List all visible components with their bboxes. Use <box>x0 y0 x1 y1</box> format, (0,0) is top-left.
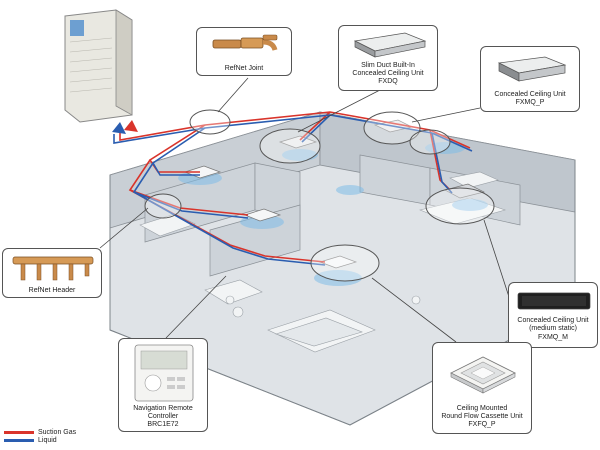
front-edge <box>109 160 576 426</box>
concealed-ceiling-line2: FXMQ_P <box>515 99 545 106</box>
concealed-ceiling-unit-icon <box>497 56 567 82</box>
concealed-medium-callout: Concealed Ceiling Unit (medium static) F… <box>508 282 598 348</box>
liquid-swatch <box>4 438 34 442</box>
concealed-medium-line2: (medium static) <box>529 325 577 332</box>
slim-duct-unit-icon <box>353 32 427 58</box>
concealed-ceiling-line1: Concealed Ceiling Unit <box>494 91 566 98</box>
cassette-line1: Ceiling Mounted <box>456 405 508 412</box>
concealed-medium-unit-icon <box>517 292 591 310</box>
refnet-joint-label: RefNet Joint <box>224 65 264 72</box>
slim-duct-line3: FXDQ <box>378 78 398 85</box>
legend-liquid-label: Liquid <box>38 436 57 444</box>
remote-line2: Controller <box>147 413 179 420</box>
magnifier-circles <box>144 109 495 282</box>
remote-controller-callout: Navigation Remote Controller BRC1E72 <box>118 338 208 432</box>
concealed-ceiling-callout: Concealed Ceiling Unit FXMQ_P <box>480 46 580 112</box>
concealed-medium-line1: Concealed Ceiling Unit <box>517 317 589 324</box>
remote-line3: BRC1E72 <box>147 421 179 428</box>
pipe-legend: Suction Gas Liquid <box>4 428 76 444</box>
legend-row-suction: Suction Gas <box>4 428 76 436</box>
refnet-header-label: RefNet Header <box>28 287 76 294</box>
slim-duct-line1: Slim Duct Built-In <box>361 62 415 69</box>
flow-arrow-icon <box>124 120 138 132</box>
suction-gas-swatch <box>4 430 34 434</box>
remote-controller-icon <box>134 344 194 402</box>
cassette-line2: Round Flow Cassette Unit <box>441 413 523 420</box>
legend-suction-label: Suction Gas <box>38 428 77 436</box>
cassette-callout: Ceiling Mounted Round Flow Cassette Unit… <box>432 342 532 434</box>
slim-duct-line2: Concealed Ceiling Unit <box>352 70 424 77</box>
cassette-unit-icon <box>450 356 516 394</box>
refnet-joint-callout: RefNet Joint <box>196 27 292 76</box>
remote-line1: Navigation Remote <box>133 405 193 412</box>
refnet-header-callout: RefNet Header <box>2 248 102 298</box>
legend-row-liquid: Liquid <box>4 436 76 444</box>
flow-arrow-icon <box>112 122 126 134</box>
refnet-joint-icon <box>212 34 278 51</box>
brand-logo-icon <box>70 20 84 36</box>
refnet-header-icon <box>12 256 94 281</box>
slim-duct-callout: Slim Duct Built-In Concealed Ceiling Uni… <box>338 25 438 91</box>
concealed-medium-line3: FXMQ_M <box>538 334 568 341</box>
callout-leaders <box>99 77 511 343</box>
cassette-line3: FXFQ_P <box>468 421 496 428</box>
outdoor-unit <box>64 9 133 123</box>
